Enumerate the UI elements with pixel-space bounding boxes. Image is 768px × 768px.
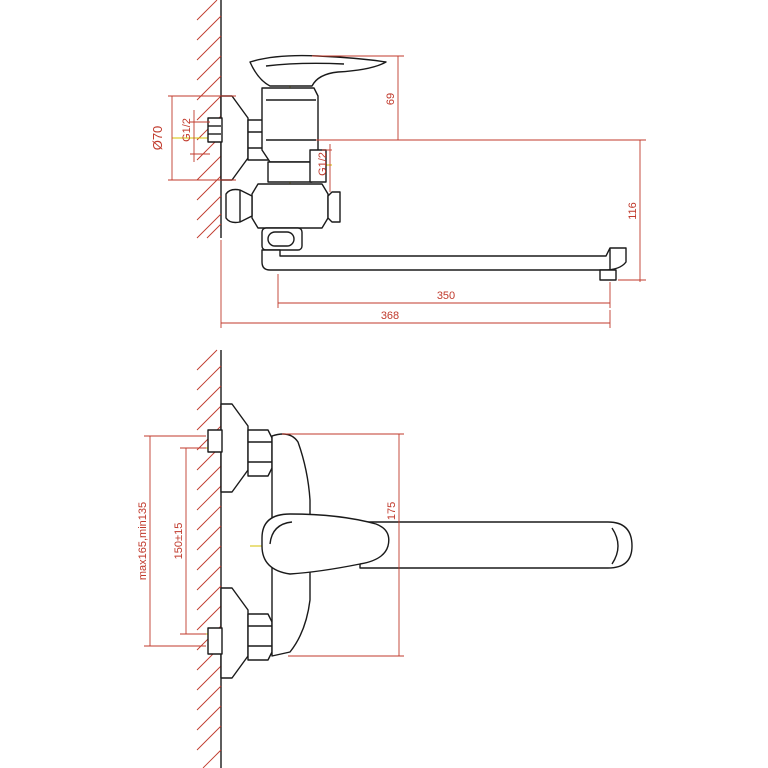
dim-350-label: 350 — [437, 290, 455, 302]
dim-body-height-label: 175 — [386, 502, 398, 520]
wall-rosette-top — [220, 95, 249, 181]
upper-outlet-top — [309, 149, 327, 183]
diverter-nut-top — [251, 183, 329, 229]
upper-rosette-front — [220, 403, 249, 493]
lever-handle-front — [261, 513, 390, 575]
upper-hex-nut-front — [247, 429, 273, 477]
dim-center-distance-label: 150±15 — [173, 523, 185, 560]
dim-thread-left-label: G1/2 — [181, 118, 193, 142]
lever-handle-top — [249, 54, 387, 87]
lower-eccentric-front — [207, 627, 223, 655]
dim-center-range-label: max165,min135 — [137, 502, 149, 580]
front-view: max165,min135 150±15 175 — [137, 349, 633, 768]
dim-368-label: 368 — [381, 310, 399, 322]
dim-69-label: 69 — [385, 93, 397, 105]
diverter-body-top — [267, 161, 313, 183]
dims-front — [144, 433, 404, 657]
eccentric-pipe-top — [207, 117, 223, 143]
lower-hex-nut-front — [247, 613, 273, 661]
side-outlet-top — [327, 191, 341, 223]
lower-rosette-front — [220, 587, 249, 679]
aerator-top — [599, 269, 617, 281]
dim-thread-right-label: G1/2 — [317, 152, 329, 176]
spout-front — [359, 521, 633, 569]
wall-hatch-front — [196, 349, 222, 768]
side-knob-top — [225, 188, 253, 224]
upper-eccentric-front — [207, 429, 223, 453]
top-view: 69 Ø70 G1/2 G1/2 116 350 368 — [150, 0, 646, 328]
spout-top — [261, 247, 627, 271]
dims-top — [168, 55, 646, 328]
dim-116-label: 116 — [627, 202, 639, 220]
dim-diameter-label: Ø70 — [150, 126, 165, 151]
